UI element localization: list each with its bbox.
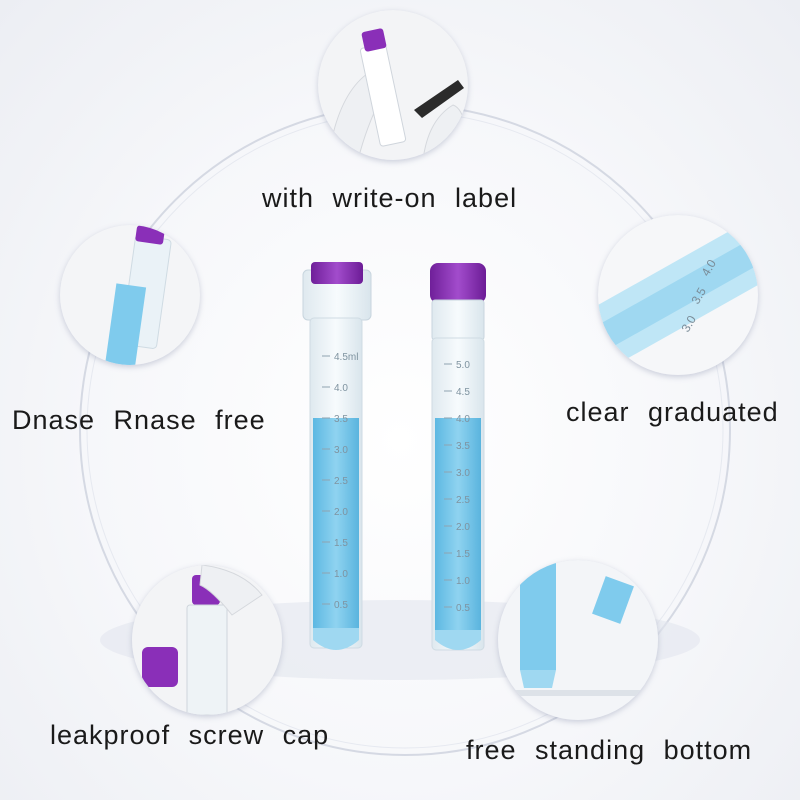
bubble-leakproof-screw-cap: [132, 565, 282, 715]
graduation-label: 4.0: [334, 383, 348, 394]
caption-clear-graduated: clear graduated: [566, 397, 779, 427]
tube-right: 5.0 4.5 4.0 3.5 3.0 2.5 2.0 1.5 1.0 0.5: [430, 263, 486, 651]
graduation-label: 4.0: [456, 414, 470, 425]
graduation-label: 1.5: [456, 549, 470, 560]
graduation-label: 1.0: [456, 576, 470, 587]
graduation-label: 2.0: [456, 522, 470, 533]
graduation-label: 3.5: [334, 414, 348, 425]
caption-write-on-label: with write-on label: [262, 183, 518, 213]
graduation-label: 2.0: [334, 507, 348, 518]
graduation-label: 4.5ml: [334, 352, 358, 363]
caption-leakproof-screw-cap: leakproof screw cap: [50, 720, 330, 750]
graduation-label: 1.5: [334, 538, 348, 549]
tube-left: 4.5ml 4.0 3.5 3.0 2.5 2.0 1.5 1.0 0.5: [302, 262, 372, 650]
graduation-label: 4.5: [456, 387, 470, 398]
caption-dnase-rnase-free: Dnase Rnase free: [12, 405, 266, 435]
graduation-label: 2.5: [334, 476, 348, 487]
bubble-dnase-rnase-free: [60, 225, 200, 365]
caption-free-standing-bottom: free standing bottom: [466, 735, 753, 765]
graduation-label: 5.0: [456, 360, 470, 371]
graduation-label: 2.5: [456, 495, 470, 506]
graduation-label: 0.5: [456, 603, 470, 614]
bubble-free-standing-bottom: [498, 560, 658, 720]
graduation-label: 3.0: [456, 468, 470, 479]
graduation-label: 3.0: [334, 445, 348, 456]
graduation-label: 3.5: [456, 441, 470, 452]
graduation-label: 0.5: [334, 600, 348, 611]
graduation-label: 1.0: [334, 569, 348, 580]
bubble-write-on-label: [318, 10, 468, 160]
